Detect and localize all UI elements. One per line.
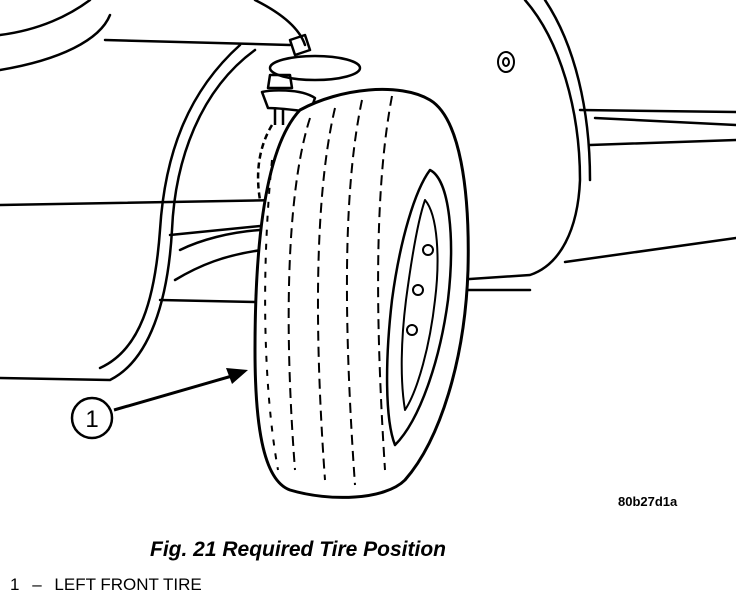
callout-arrow-line [113, 374, 233, 412]
legend-item: 1 – LEFT FRONT TIRE [10, 575, 202, 595]
figure-caption: Fig. 21 Required Tire Position [150, 538, 446, 561]
callout-circle [70, 396, 114, 440]
legend-separator: – [32, 575, 42, 594]
legend-number: 1 [10, 575, 20, 594]
callout-arrowhead [226, 368, 248, 384]
legend-label: LEFT FRONT TIRE [54, 575, 202, 594]
tire [253, 87, 470, 499]
figure-reference-code: 80b27d1a [618, 494, 678, 509]
callout-number: 1 [85, 406, 98, 433]
tire-position-illustration: 1 [0, 0, 736, 499]
callout-1: 1 [70, 368, 248, 440]
vehicle-body-lines [0, 0, 736, 382]
